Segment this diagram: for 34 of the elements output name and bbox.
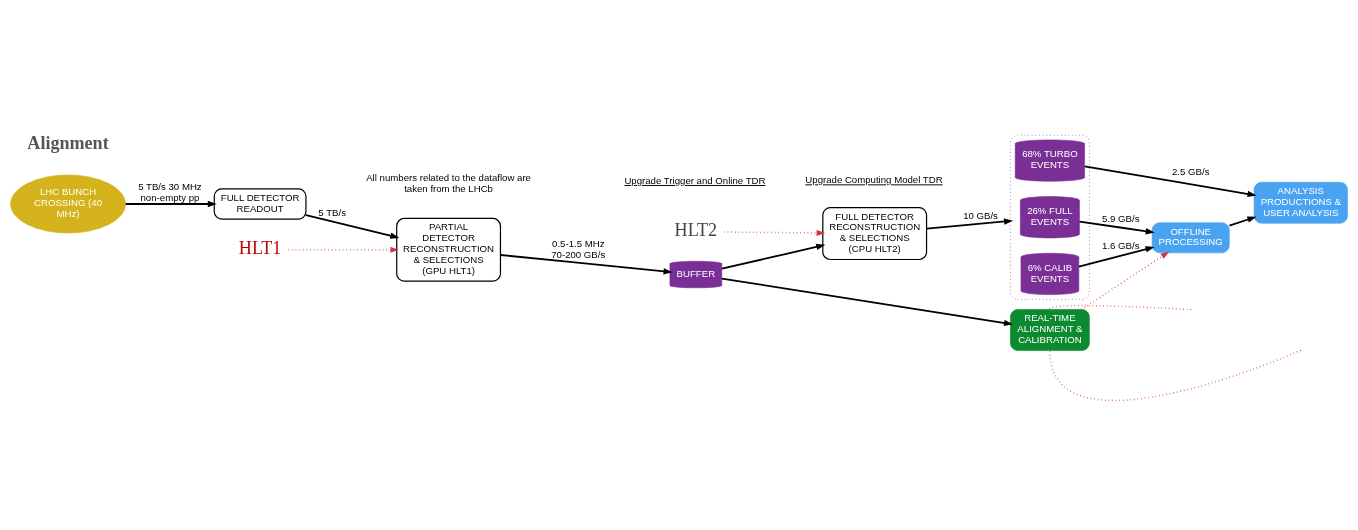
label: Upgrade Computing Model TDR xyxy=(805,173,943,185)
arrow xyxy=(721,243,826,270)
connector xyxy=(1049,349,1301,401)
arrow xyxy=(1083,164,1257,197)
edge-label: 2.5 GB/s xyxy=(1172,165,1210,177)
node-box: FULL DETECTOR RECONSTRUCTION & SELECTIONS (CPU HLT2) xyxy=(822,206,928,260)
label: All numbers related to the dataflow are taken from the LHCb xyxy=(366,171,531,194)
edge-label: 10 GB/s xyxy=(963,209,998,221)
node-box: OFFLINE PROCESSING xyxy=(1151,221,1230,253)
node-box: ANALYSIS PRODUCTIONS & USER ANALYSIS xyxy=(1253,181,1348,224)
arrow xyxy=(1078,220,1155,234)
connector xyxy=(1049,304,1191,310)
node-box: PARTIAL DETECTOR RECONSTRUCTION & SELECTIONS (GPU HLT1) xyxy=(396,217,502,282)
node-box: FULL DETECTOR READOUT xyxy=(213,187,307,220)
edge-label: 1.6 GB/s xyxy=(1102,239,1140,250)
arrow xyxy=(720,277,1014,326)
node-ellipse: LHC BUNCH CROSSING (40 MHz) xyxy=(10,174,126,233)
node-box: REAL-TIME ALIGNMENT & CALIBRATION xyxy=(1010,308,1090,351)
arrow xyxy=(723,229,826,236)
edge-label: 0.5-1.5 MHz 70-200 GB/s xyxy=(551,237,606,260)
node-text: HLT1 xyxy=(238,237,282,258)
label: Alignment xyxy=(27,132,109,153)
label: Upgrade Trigger and Online TDR xyxy=(624,174,766,186)
arrow xyxy=(499,253,673,275)
arrow xyxy=(305,213,400,239)
edge-label: 5 TB/s 30 MHz non-empty pp xyxy=(138,180,202,203)
edge-label: 5 TB/s xyxy=(318,206,346,218)
edge-label: 5.9 GB/s xyxy=(1102,212,1140,224)
node-text: HLT2 xyxy=(674,219,718,240)
arrow xyxy=(1078,245,1155,267)
arrow xyxy=(925,217,1014,230)
cluster xyxy=(1009,134,1090,300)
arrow xyxy=(124,200,217,207)
arrow xyxy=(1228,216,1257,226)
